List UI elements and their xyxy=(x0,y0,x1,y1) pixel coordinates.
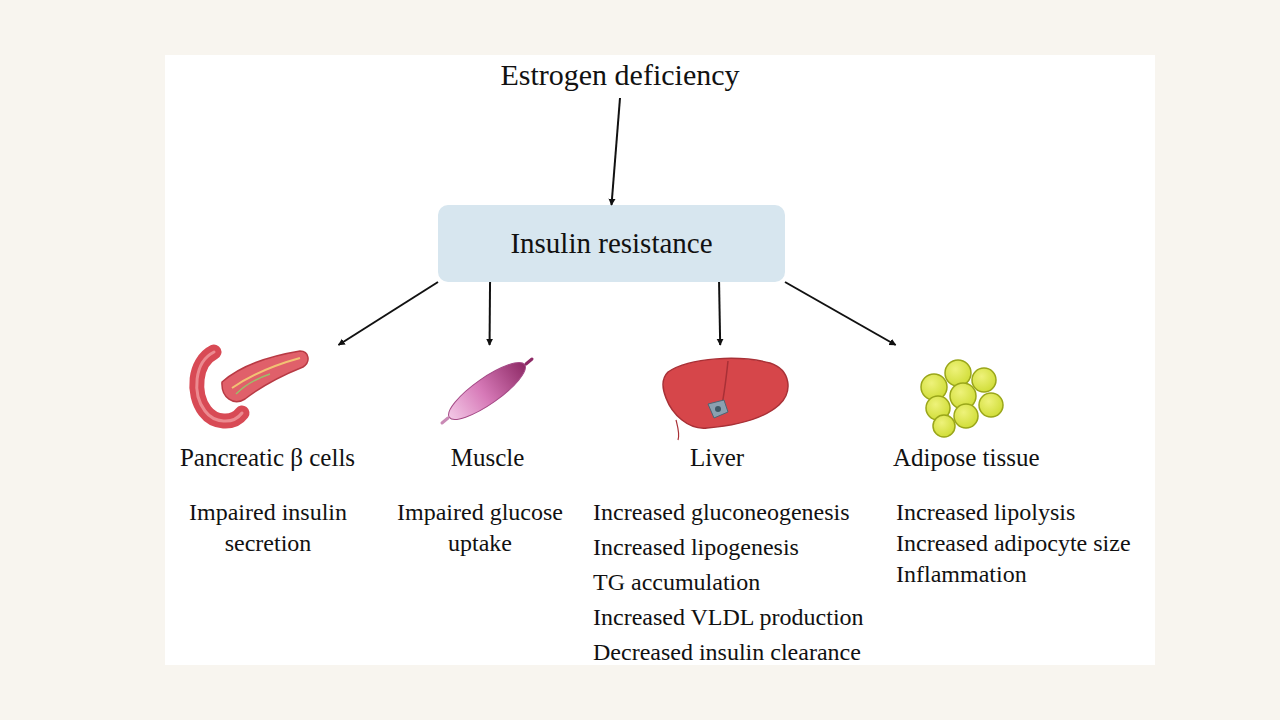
pancreas-illustration xyxy=(197,351,308,421)
arrow-connector xyxy=(785,282,896,345)
organ-node: LiverIncreased gluconeogenesisIncreased … xyxy=(590,345,900,665)
organ-label: Pancreatic β cells xyxy=(160,443,375,473)
effect-text: Increased lipolysis xyxy=(896,497,1158,527)
arrow-connector xyxy=(338,282,438,345)
effect-text: Inflammation xyxy=(896,559,1158,589)
effect-text: TG accumulation xyxy=(593,567,898,597)
organ-label: Adipose tissue xyxy=(893,443,1160,473)
cause-text: Estrogen deficiency xyxy=(460,52,780,98)
pancreatic-duct xyxy=(232,358,300,388)
muscle-illustration xyxy=(442,354,532,428)
portal-vessels xyxy=(715,406,721,412)
effect-text: Increased adipocyte size xyxy=(896,528,1158,558)
adipocyte xyxy=(945,360,971,386)
organ-label: Muscle xyxy=(385,443,590,473)
organ-node: Pancreatic β cellsImpaired insulin secre… xyxy=(160,345,375,560)
portal-vessels xyxy=(708,400,728,418)
adipocyte xyxy=(972,368,996,392)
liver-ligament xyxy=(676,420,679,440)
liver-shape xyxy=(663,358,788,428)
muscle-tendon xyxy=(526,359,532,364)
effect-text: Increased gluconeogenesis xyxy=(593,497,898,527)
process-box: Insulin resistance xyxy=(438,205,785,282)
pancreas-vessel xyxy=(236,374,270,394)
cause-node: Estrogen deficiency xyxy=(460,52,780,98)
organ-node: MuscleImpaired glucose uptake xyxy=(385,345,590,560)
adipocyte xyxy=(979,393,1003,417)
muscle-spindle xyxy=(442,354,532,428)
organ-node: Adipose tissueIncreased lipolysisIncreas… xyxy=(893,345,1160,595)
effect-text: Increased lipogenesis xyxy=(593,532,898,562)
liver-illustration xyxy=(663,358,788,440)
effect-text: Decreased insulin clearance xyxy=(593,637,898,667)
effect-text: Increased VLDL production xyxy=(593,602,898,632)
arrow-connector xyxy=(489,282,492,345)
effect-text: Impaired insulin secretion xyxy=(168,497,368,559)
adipocyte xyxy=(954,404,978,428)
process-text: Insulin resistance xyxy=(438,205,785,282)
effect-text: Impaired glucose uptake xyxy=(385,497,575,559)
muscle-tendon xyxy=(442,418,448,423)
organ-label: Liver xyxy=(667,443,767,473)
arrow-connector xyxy=(612,98,621,205)
arrow-connector xyxy=(719,282,720,345)
adipose-illustration xyxy=(921,360,1003,437)
adipocyte xyxy=(933,415,955,437)
pancreas-body xyxy=(222,351,308,402)
